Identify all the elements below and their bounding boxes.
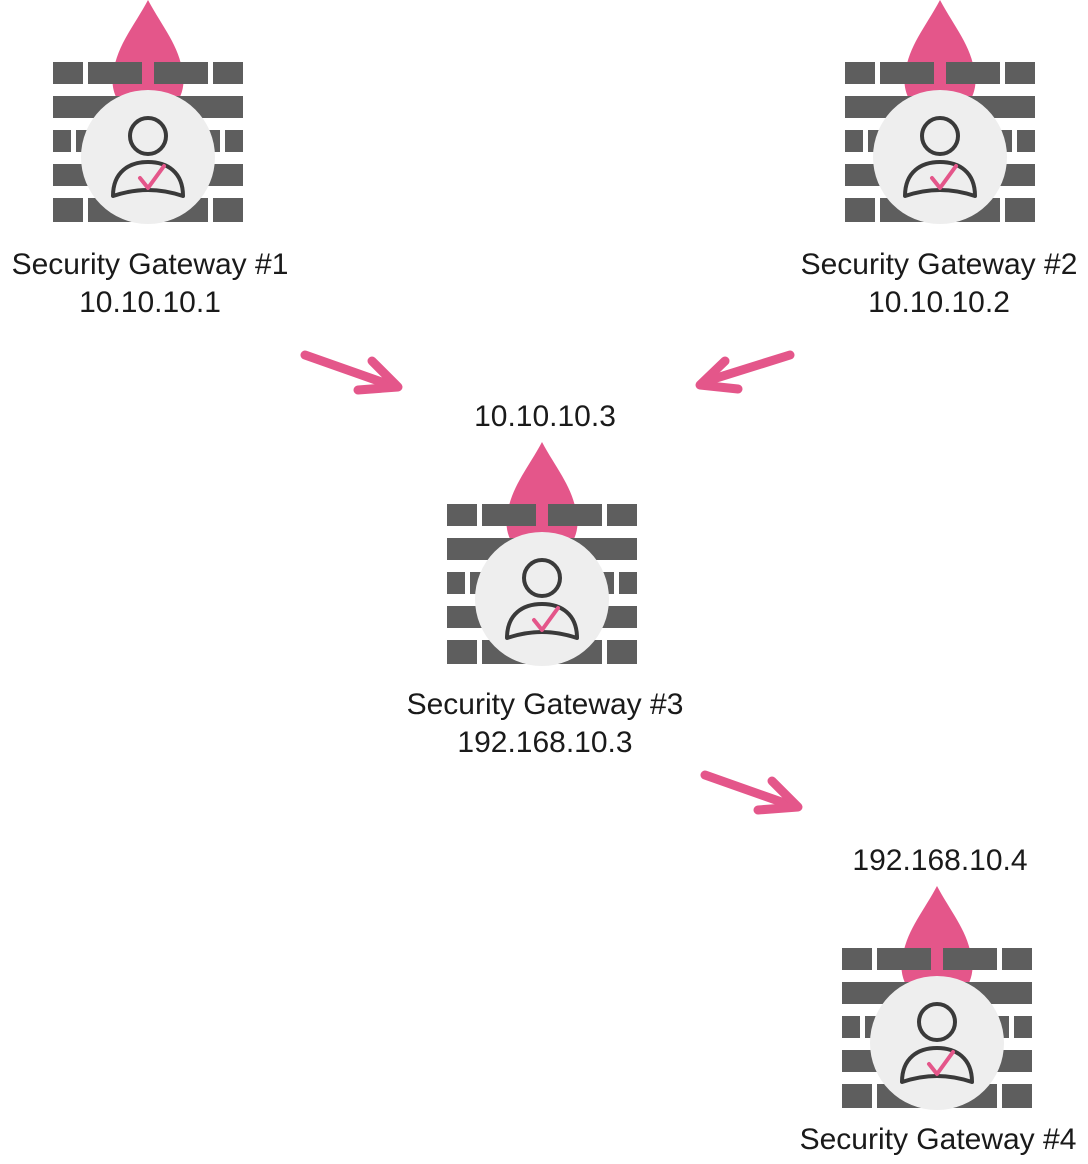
gateway-3-inbound-ip: 10.10.10.3 bbox=[474, 400, 616, 433]
gateway-1-name: Security Gateway #1 bbox=[11, 248, 289, 281]
arrow-gateway-2-to-3 bbox=[695, 350, 795, 394]
arrow-gateway-3-to-4 bbox=[700, 770, 803, 815]
gateway-4-inbound-ip: 192.168.10.4 bbox=[852, 844, 1028, 877]
gateway-2-name: Security Gateway #2 bbox=[800, 248, 1078, 281]
gateway-3-name: Security Gateway #3 bbox=[406, 688, 684, 721]
gateway-1-firewall-icon bbox=[43, 0, 253, 232]
gateway-3-label: Security Gateway #3 192.168.10.3 bbox=[400, 686, 690, 762]
gateway-2-firewall-icon bbox=[835, 0, 1045, 232]
gateway-4-name: Security Gateway #4 bbox=[799, 1123, 1077, 1156]
arrow-gateway-1-to-3 bbox=[300, 350, 403, 395]
gateway-2-label: Security Gateway #2 10.10.10.2 bbox=[793, 246, 1085, 322]
gateway-2-ip: 10.10.10.2 bbox=[868, 286, 1010, 319]
gateway-3-firewall-icon bbox=[437, 442, 647, 674]
gateway-4-firewall-icon bbox=[832, 886, 1042, 1118]
gateway-1-ip: 10.10.10.1 bbox=[79, 286, 221, 319]
gateway-4-label: Security Gateway #4 bbox=[790, 1121, 1086, 1159]
gateway-3-ip: 192.168.10.3 bbox=[457, 726, 633, 759]
gateway-1-label: Security Gateway #1 10.10.10.1 bbox=[5, 246, 295, 322]
